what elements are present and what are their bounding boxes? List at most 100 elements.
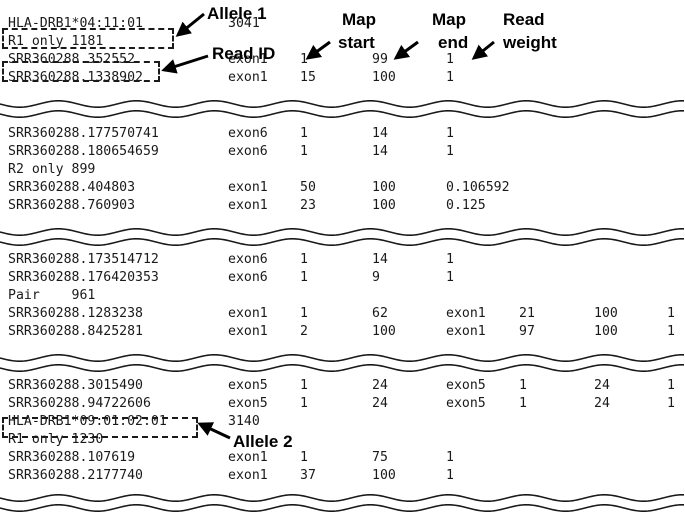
row-label: SRR360288.352552: [8, 52, 136, 67]
section-break-2: [0, 227, 685, 247]
row-value: 1: [300, 144, 308, 159]
map-start-label-2: start: [338, 33, 375, 52]
row-label: SRR360288.177570741: [8, 126, 159, 141]
row-value: 99: [372, 52, 388, 67]
row-value: 62: [372, 306, 388, 321]
read-weight-label-2: weight: [503, 33, 557, 52]
row-value: 24: [594, 378, 610, 393]
row-value: 1: [300, 126, 308, 141]
row-label: SRR360288.8425281: [8, 324, 143, 339]
row-value: exon1: [228, 180, 268, 195]
row-value: 14: [372, 126, 388, 141]
row-label: SRR360288.180654659: [8, 144, 159, 159]
row-value: 100: [594, 324, 618, 339]
row-value: 14: [372, 144, 388, 159]
row-value: 1: [300, 52, 308, 67]
row-label: R2 only 899: [8, 162, 96, 177]
row-value: 100: [372, 70, 396, 85]
read-weight-label-1: Read: [503, 10, 545, 29]
row-value: 1: [446, 468, 454, 483]
row-value: 50: [300, 180, 316, 195]
row-value: 1: [667, 378, 675, 393]
allele-1-box: [2, 28, 174, 49]
row-value: 97: [519, 324, 535, 339]
row-value: 14: [372, 252, 388, 267]
row-value: 1: [519, 378, 527, 393]
section-break-1: [0, 99, 685, 119]
row-value: exon6: [228, 144, 268, 159]
row-value: 3041: [228, 16, 260, 31]
row-value: 2: [300, 324, 308, 339]
read-weight-arrow: [471, 40, 495, 60]
row-value: 21: [519, 306, 535, 321]
row-value: 1: [300, 378, 308, 393]
row-label: SRR360288.2177740: [8, 468, 143, 483]
row-value: 37: [300, 468, 316, 483]
row-value: exon5: [228, 396, 268, 411]
row-label: SRR360288.1283238: [8, 306, 143, 321]
map-end-label-1: Map: [432, 10, 466, 29]
row-value: exon1: [228, 198, 268, 213]
allele-2-box: [2, 417, 198, 438]
row-value: exon1: [228, 52, 268, 67]
row-value: exon5: [228, 378, 268, 393]
row-value: 1: [446, 450, 454, 465]
row-label: R1 only 1230: [8, 432, 104, 447]
row-label: SRR360288.3015490: [8, 378, 143, 393]
row-value: 1: [300, 450, 308, 465]
row-value: 1: [446, 52, 454, 67]
row-value: 75: [372, 450, 388, 465]
row-value: exon1: [446, 306, 486, 321]
row-value: exon1: [446, 324, 486, 339]
row-value: 0.106592: [446, 180, 510, 195]
map-end-label-2: end: [438, 33, 469, 52]
row-value: 24: [372, 378, 388, 393]
row-value: 1: [519, 396, 527, 411]
row-value: 1: [446, 252, 454, 267]
read-id-box: [2, 61, 160, 82]
read-id-arrow: [161, 54, 209, 74]
row-value: 24: [594, 396, 610, 411]
section-break-4: [0, 493, 685, 513]
read-id-label: Read ID: [212, 44, 276, 63]
map-start-label-1: Map: [342, 10, 376, 29]
row-value: 100: [372, 198, 396, 213]
row-value: exon5: [446, 378, 486, 393]
row-label: SRR360288.176420353: [8, 270, 159, 285]
row-label: SRR360288.760903: [8, 198, 136, 213]
row-value: 24: [372, 396, 388, 411]
section-break-3: [0, 353, 685, 373]
row-value: 100: [372, 468, 396, 483]
row-value: exon1: [228, 468, 268, 483]
row-value: 15: [300, 70, 316, 85]
row-value: exon5: [446, 396, 486, 411]
row-label: SRR360288.107619: [8, 450, 136, 465]
row-label: Pair 961: [8, 288, 96, 303]
row-value: 1: [300, 396, 308, 411]
row-label: SRR360288.94722606: [8, 396, 151, 411]
allele-2-arrow: [197, 422, 231, 440]
row-value: 1: [300, 306, 308, 321]
row-value: exon1: [228, 306, 268, 321]
row-value: 1: [446, 126, 454, 141]
row-label: R1 only 1181: [8, 34, 104, 49]
row-value: 100: [594, 306, 618, 321]
row-value: 100: [372, 324, 396, 339]
row-value: 3140: [228, 414, 260, 429]
row-label: SRR360288.173514712: [8, 252, 159, 267]
row-value: exon1: [228, 70, 268, 85]
row-value: 1: [667, 306, 675, 321]
row-label: HLA-DRB1*04:11:01: [8, 16, 143, 31]
row-value: 1: [446, 144, 454, 159]
map-end-arrow: [393, 40, 419, 60]
row-value: 1: [446, 70, 454, 85]
allele-1-arrow: [175, 12, 205, 37]
row-value: 1: [446, 270, 454, 285]
row-value: exon6: [228, 126, 268, 141]
row-value: exon6: [228, 270, 268, 285]
row-value: 1: [300, 252, 308, 267]
row-value: exon6: [228, 252, 268, 267]
row-value: 0.125: [446, 198, 486, 213]
row-label: SRR360288.404803: [8, 180, 136, 195]
